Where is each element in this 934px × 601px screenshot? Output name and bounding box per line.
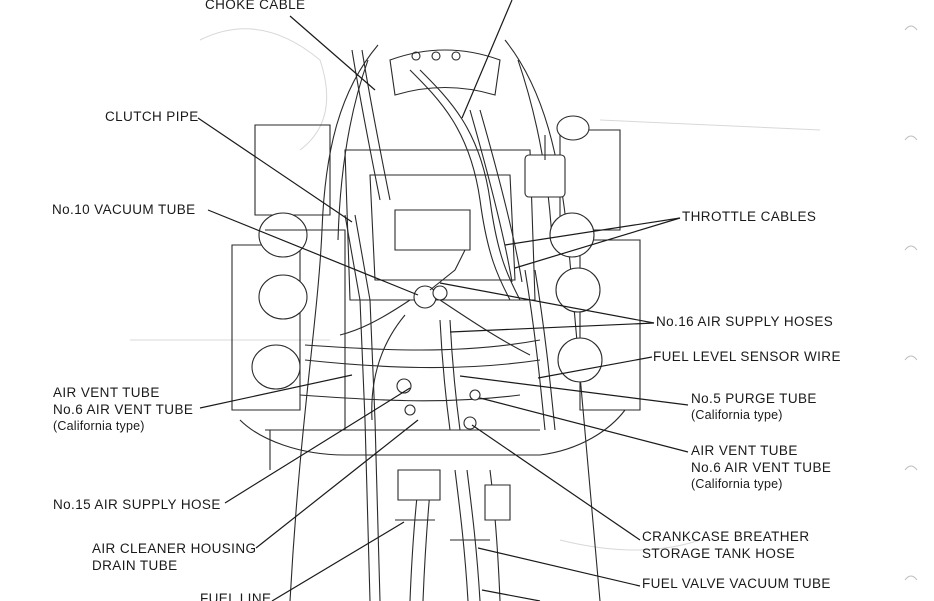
leader-fuel-level: [537, 356, 653, 379]
label-fuel-level-sensor-wire: FUEL LEVEL SENSOR WIRE: [653, 349, 841, 364]
leader-choke-cable: [289, 15, 376, 91]
label-no5-purge-tube: No.5 PURGE TUBE (California type): [691, 390, 817, 424]
leader-fuel-line: [271, 521, 405, 601]
page-edge-marks: [904, 25, 918, 581]
label-fuel-valve-vacuum-tube: FUEL VALVE VACUUM TUBE: [642, 576, 831, 591]
label-right-air-vent-tube: AIR VENT TUBE No.6 AIR VENT TUBE (Califo…: [691, 442, 831, 493]
leader-crankcase: [471, 424, 641, 541]
engine-artwork: [231, 39, 641, 601]
leader-clutch-pipe: [197, 117, 353, 223]
crankcase-line1: CRANKCASE BREATHER: [642, 529, 810, 544]
label-fuel-line: FUEL LINE: [200, 591, 272, 601]
crankcase-line2: STORAGE TANK HOSE: [642, 546, 796, 561]
air-cleaner-line1: AIR CLEANER HOUSING: [92, 541, 257, 556]
leader-no15: [224, 387, 411, 504]
label-left-air-vent-tube: AIR VENT TUBE No.6 AIR VENT TUBE (Califo…: [53, 384, 193, 435]
left-air-vent-line3: (California type): [53, 419, 145, 433]
left-air-vent-line2: No.6 AIR VENT TUBE: [53, 402, 194, 417]
leader-top-unlabeled: [461, 0, 513, 119]
leader-left-air-vent: [199, 374, 353, 409]
leader-no16-1: [439, 282, 655, 324]
label-no16-air-supply-hoses: No.16 AIR SUPPLY HOSES: [656, 314, 834, 329]
ghost-artwork: [130, 28, 821, 551]
leader-right-air-vent: [479, 397, 689, 453]
leader-no5-purge: [459, 375, 689, 406]
left-air-vent-line1: AIR VENT TUBE: [53, 385, 160, 400]
leader-throttle-2: [514, 217, 681, 269]
leader-lines: [197, 0, 689, 601]
leader-no16-2: [449, 322, 655, 333]
label-throttle-cables: THROTTLE CABLES: [682, 209, 817, 224]
right-air-vent-line2: No.6 AIR VENT TUBE: [691, 460, 832, 475]
no5-purge-line2: (California type): [691, 408, 783, 422]
air-cleaner-line2: DRAIN TUBE: [92, 558, 178, 573]
right-air-vent-line1: AIR VENT TUBE: [691, 443, 798, 458]
label-no15-air-supply-hose: No.15 AIR SUPPLY HOSE: [53, 497, 221, 512]
label-air-cleaner-housing: AIR CLEANER HOUSING DRAIN TUBE: [92, 540, 256, 574]
leader-throttle-1: [504, 217, 681, 246]
right-air-vent-line3: (California type): [691, 477, 783, 491]
label-choke-cable: CHOKE CABLE: [205, 0, 306, 12]
leader-fuel-valve: [477, 547, 641, 587]
leader-air-cleaner: [255, 419, 419, 549]
leader-no10-vacuum: [207, 209, 419, 296]
leader-bottom-unlabeled: [481, 589, 541, 601]
label-no10-vacuum-tube: No.10 VACUUM TUBE: [52, 202, 196, 217]
label-crankcase-breather: CRANKCASE BREATHER STORAGE TANK HOSE: [642, 528, 809, 562]
no5-purge-line1: No.5 PURGE TUBE: [691, 391, 817, 406]
label-clutch-pipe: CLUTCH PIPE: [105, 109, 199, 124]
